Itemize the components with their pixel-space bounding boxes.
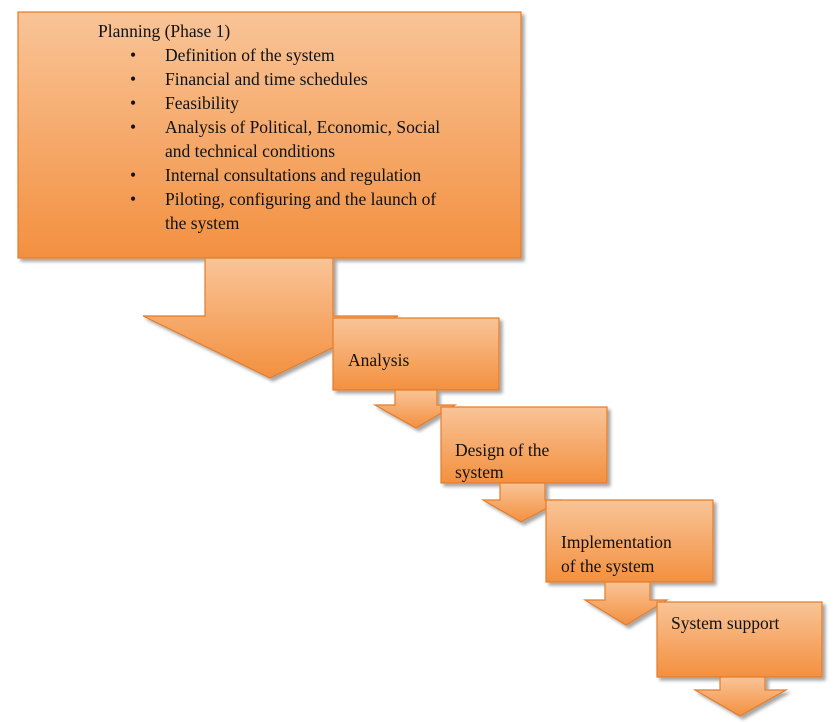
planning-box	[17, 11, 522, 259]
list-item: •Internal consultations and regulation	[130, 165, 422, 185]
analysis-label: Analysis	[348, 350, 410, 370]
list-item: •Analysis of Political, Economic, Social…	[130, 117, 441, 161]
analysis-arrow	[372, 389, 458, 429]
list-item: •Financial and time schedules	[130, 69, 368, 89]
list-item-text: Internal consultations and regulation	[165, 165, 422, 185]
system-support-box	[656, 601, 823, 678]
list-item: •Piloting, configuring and the launch of…	[130, 189, 437, 233]
list-item-text: Definition of the system	[165, 45, 335, 65]
design-label-line1: Design of the	[455, 440, 550, 460]
design-label: Design of the system	[455, 438, 549, 484]
list-item-text: Piloting, configuring and the launch of	[165, 189, 437, 209]
design-arrow	[480, 482, 563, 523]
list-item-text-continued: the system	[165, 213, 240, 233]
list-item-text-continued: and technical conditions	[165, 141, 336, 161]
system-support-arrow	[692, 676, 789, 717]
list-item: •Feasibility	[130, 93, 239, 113]
implementation-label-line1: Implementation	[561, 532, 672, 552]
list-item-text: Analysis of Political, Economic, Social	[165, 117, 441, 137]
design-box	[440, 406, 608, 484]
implementation-arrow	[582, 581, 670, 626]
list-item: •Definition of the system	[130, 45, 335, 65]
planning-list: •Definition of the system •Financial and…	[130, 43, 441, 235]
implementation-label: Implementation of the system	[561, 530, 672, 578]
design-label-line2: system	[455, 462, 504, 482]
implementation-label-line2: of the system	[561, 556, 655, 576]
list-item-text: Feasibility	[165, 93, 239, 113]
planning-block: Planning (Phase 1) •Definition of the sy…	[98, 19, 440, 235]
system-support-label: System support	[671, 613, 780, 633]
list-item-text: Financial and time schedules	[165, 69, 368, 89]
planning-title: Planning (Phase 1)	[98, 21, 231, 41]
